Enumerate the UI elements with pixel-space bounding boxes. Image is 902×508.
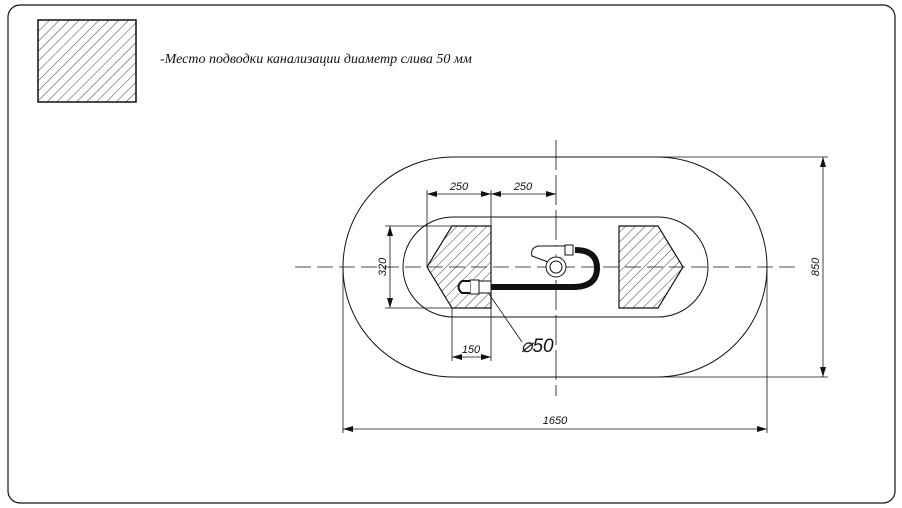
legend-hatch-swatch	[37, 19, 137, 103]
dim-center-offset: 250	[513, 181, 533, 193]
dim-drain-diameter: ⌀50	[521, 336, 554, 357]
dim-total-length: 1650	[543, 415, 568, 427]
dim-left-offset: 250	[449, 181, 469, 193]
siphon	[457, 244, 601, 295]
dim-zone-height: 320	[377, 257, 389, 276]
legend-text: -Место подводки канализации диаметр слив…	[160, 52, 472, 67]
sheet-border	[7, 4, 896, 504]
drain-zone-right	[618, 225, 684, 309]
dim-total-width: 850	[810, 257, 822, 276]
bathtub-inner-bowl	[402, 216, 709, 318]
dim-zone-width: 150	[462, 344, 481, 356]
drain-zone-left	[426, 225, 492, 309]
